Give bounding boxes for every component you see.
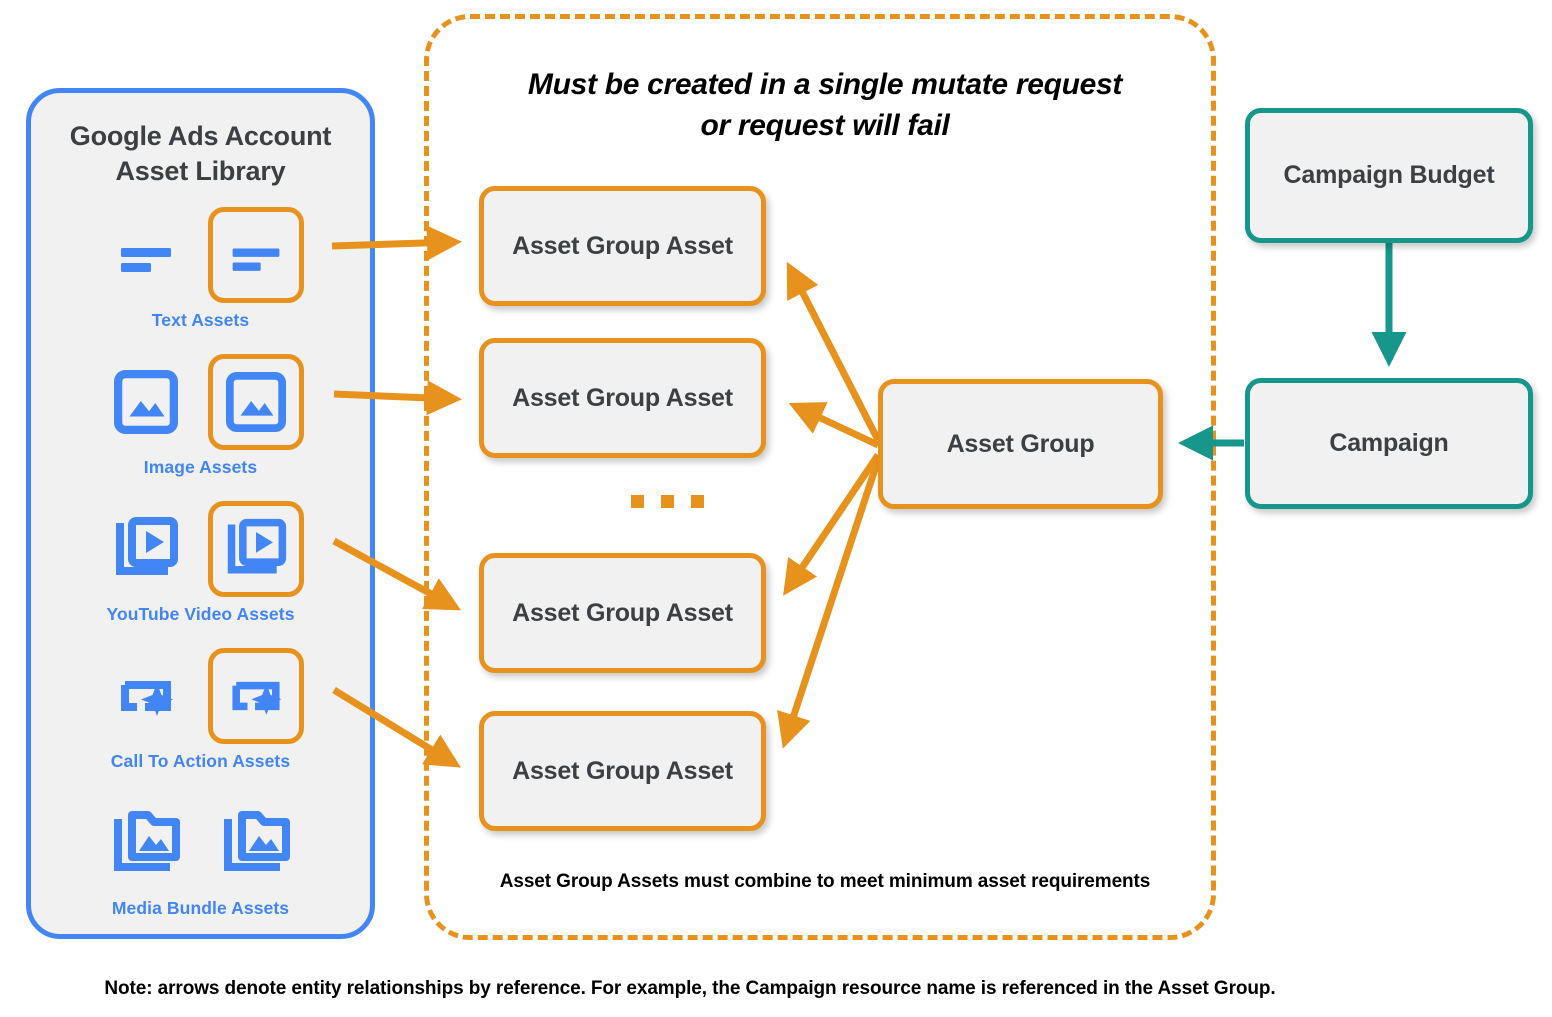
node-label: Campaign: [1329, 429, 1449, 457]
node-label: Asset Group Asset: [512, 756, 733, 785]
ellipsis-dot: [691, 495, 704, 508]
footer-note: Note: arrows denote entity relationships…: [104, 978, 1276, 999]
ellipsis-more-assets: [631, 495, 704, 508]
asset-caption-image: Image Assets: [143, 457, 258, 477]
library-title-line1: Google Ads Account: [69, 121, 332, 151]
node-label: Asset Group Asset: [512, 383, 733, 412]
node-campaign[interactable]: Campaign: [1245, 378, 1533, 509]
asset-row-cta: Call To Action Assets: [31, 648, 370, 772]
node-label: Campaign Budget: [1283, 161, 1495, 189]
mutate-heading-line2: or request will fail: [700, 108, 950, 142]
node-label: Asset Group Asset: [512, 598, 733, 627]
asset-row-text: Text Assets: [31, 207, 370, 331]
cta-sparkle-icon: [98, 648, 194, 744]
node-asset-group-asset-2[interactable]: Asset Group Asset: [479, 338, 766, 458]
node-label: Asset Group Asset: [512, 231, 733, 260]
ellipsis-dot: [661, 495, 674, 508]
asset-caption-cta: Call To Action Assets: [110, 751, 291, 771]
asset-caption-text: Text Assets: [151, 310, 250, 330]
asset-row-media-bundle: Media Bundle Assets: [31, 795, 370, 919]
media-bundle-folder-icon: [98, 795, 194, 891]
node-asset-group-asset-4[interactable]: Asset Group Asset: [479, 711, 766, 831]
mutate-scope-footnote: Asset Group Assets must combine to meet …: [499, 871, 1151, 892]
asset-caption-youtube: YouTube Video Assets: [106, 604, 295, 624]
asset-row-image: Image Assets: [31, 354, 370, 478]
mutate-scope-heading: Must be created in a single mutate reque…: [459, 65, 1191, 147]
node-asset-group[interactable]: Asset Group: [878, 379, 1163, 509]
text-lines-icon: [98, 207, 194, 303]
text-lines-icon-selected[interactable]: [207, 207, 304, 303]
mutate-heading-line1: Must be created in a single mutate reque…: [527, 68, 1123, 101]
asset-library-title: Google Ads Account Asset Library: [31, 119, 370, 188]
ellipsis-dot: [631, 495, 644, 508]
node-asset-group-asset-1[interactable]: Asset Group Asset: [479, 186, 766, 306]
video-play-stack-icon: [98, 501, 194, 597]
asset-row-youtube: YouTube Video Assets: [31, 501, 370, 625]
video-play-stack-icon-selected[interactable]: [207, 501, 304, 597]
media-bundle-folder-icon-2: [208, 795, 304, 891]
asset-library-panel: Google Ads Account Asset Library: [26, 88, 375, 939]
node-asset-group-asset-3[interactable]: Asset Group Asset: [479, 553, 766, 673]
cta-sparkle-icon-selected[interactable]: [207, 648, 304, 744]
image-picture-icon: [98, 354, 194, 450]
asset-caption-media-bundle: Media Bundle Assets: [111, 898, 290, 918]
node-label: Asset Group: [946, 429, 1095, 458]
node-campaign-budget[interactable]: Campaign Budget: [1245, 108, 1533, 243]
library-title-line2: Asset Library: [115, 155, 286, 186]
image-picture-icon-selected[interactable]: [207, 354, 304, 450]
